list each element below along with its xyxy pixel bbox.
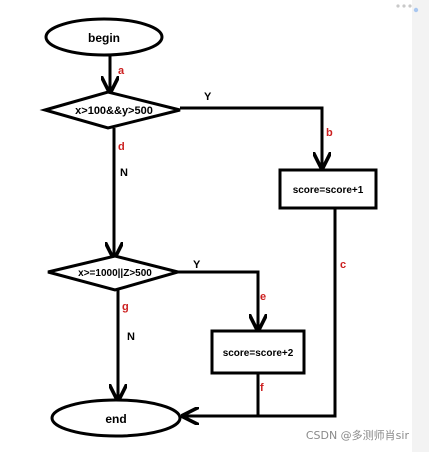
end-terminator — [50, 398, 182, 438]
edge-c — [183, 208, 337, 416]
begin-label: begin — [88, 31, 120, 45]
right-side-strip — [412, 0, 429, 452]
decision-1-diamond — [39, 90, 181, 130]
process-1-label: score=score+1 — [293, 185, 364, 196]
process-2-box — [210, 329, 306, 375]
edge-e — [178, 270, 258, 330]
decision-2-no-label: N — [127, 331, 135, 343]
decision-2-diamond — [47, 254, 184, 292]
decision-1-condition: x>100&&y>500 — [75, 105, 153, 117]
process-2-label: score=score+2 — [223, 348, 294, 359]
edge-label-b: b — [326, 127, 333, 139]
decision-1-yes-label: Y — [204, 91, 212, 103]
strip-decoration — [396, 4, 419, 13]
csdn-watermark: CSDN @多测师肖sir — [305, 429, 409, 442]
edge-b — [180, 106, 322, 168]
edge-label-c: c — [340, 259, 346, 271]
edge-label-e: e — [260, 291, 266, 303]
end-label: end — [105, 412, 126, 426]
decision-1-no-label: N — [120, 167, 128, 179]
edge-label-a: a — [118, 65, 125, 77]
decision-2-condition: x>=1000||Z>500 — [78, 268, 152, 279]
process-1-box — [278, 168, 378, 210]
edge-label-g: g — [122, 301, 129, 313]
edge-label-f: f — [260, 382, 264, 394]
edge-label-d: d — [118, 141, 125, 153]
begin-terminator — [44, 17, 164, 57]
decision-2-yes-label: Y — [193, 259, 201, 271]
